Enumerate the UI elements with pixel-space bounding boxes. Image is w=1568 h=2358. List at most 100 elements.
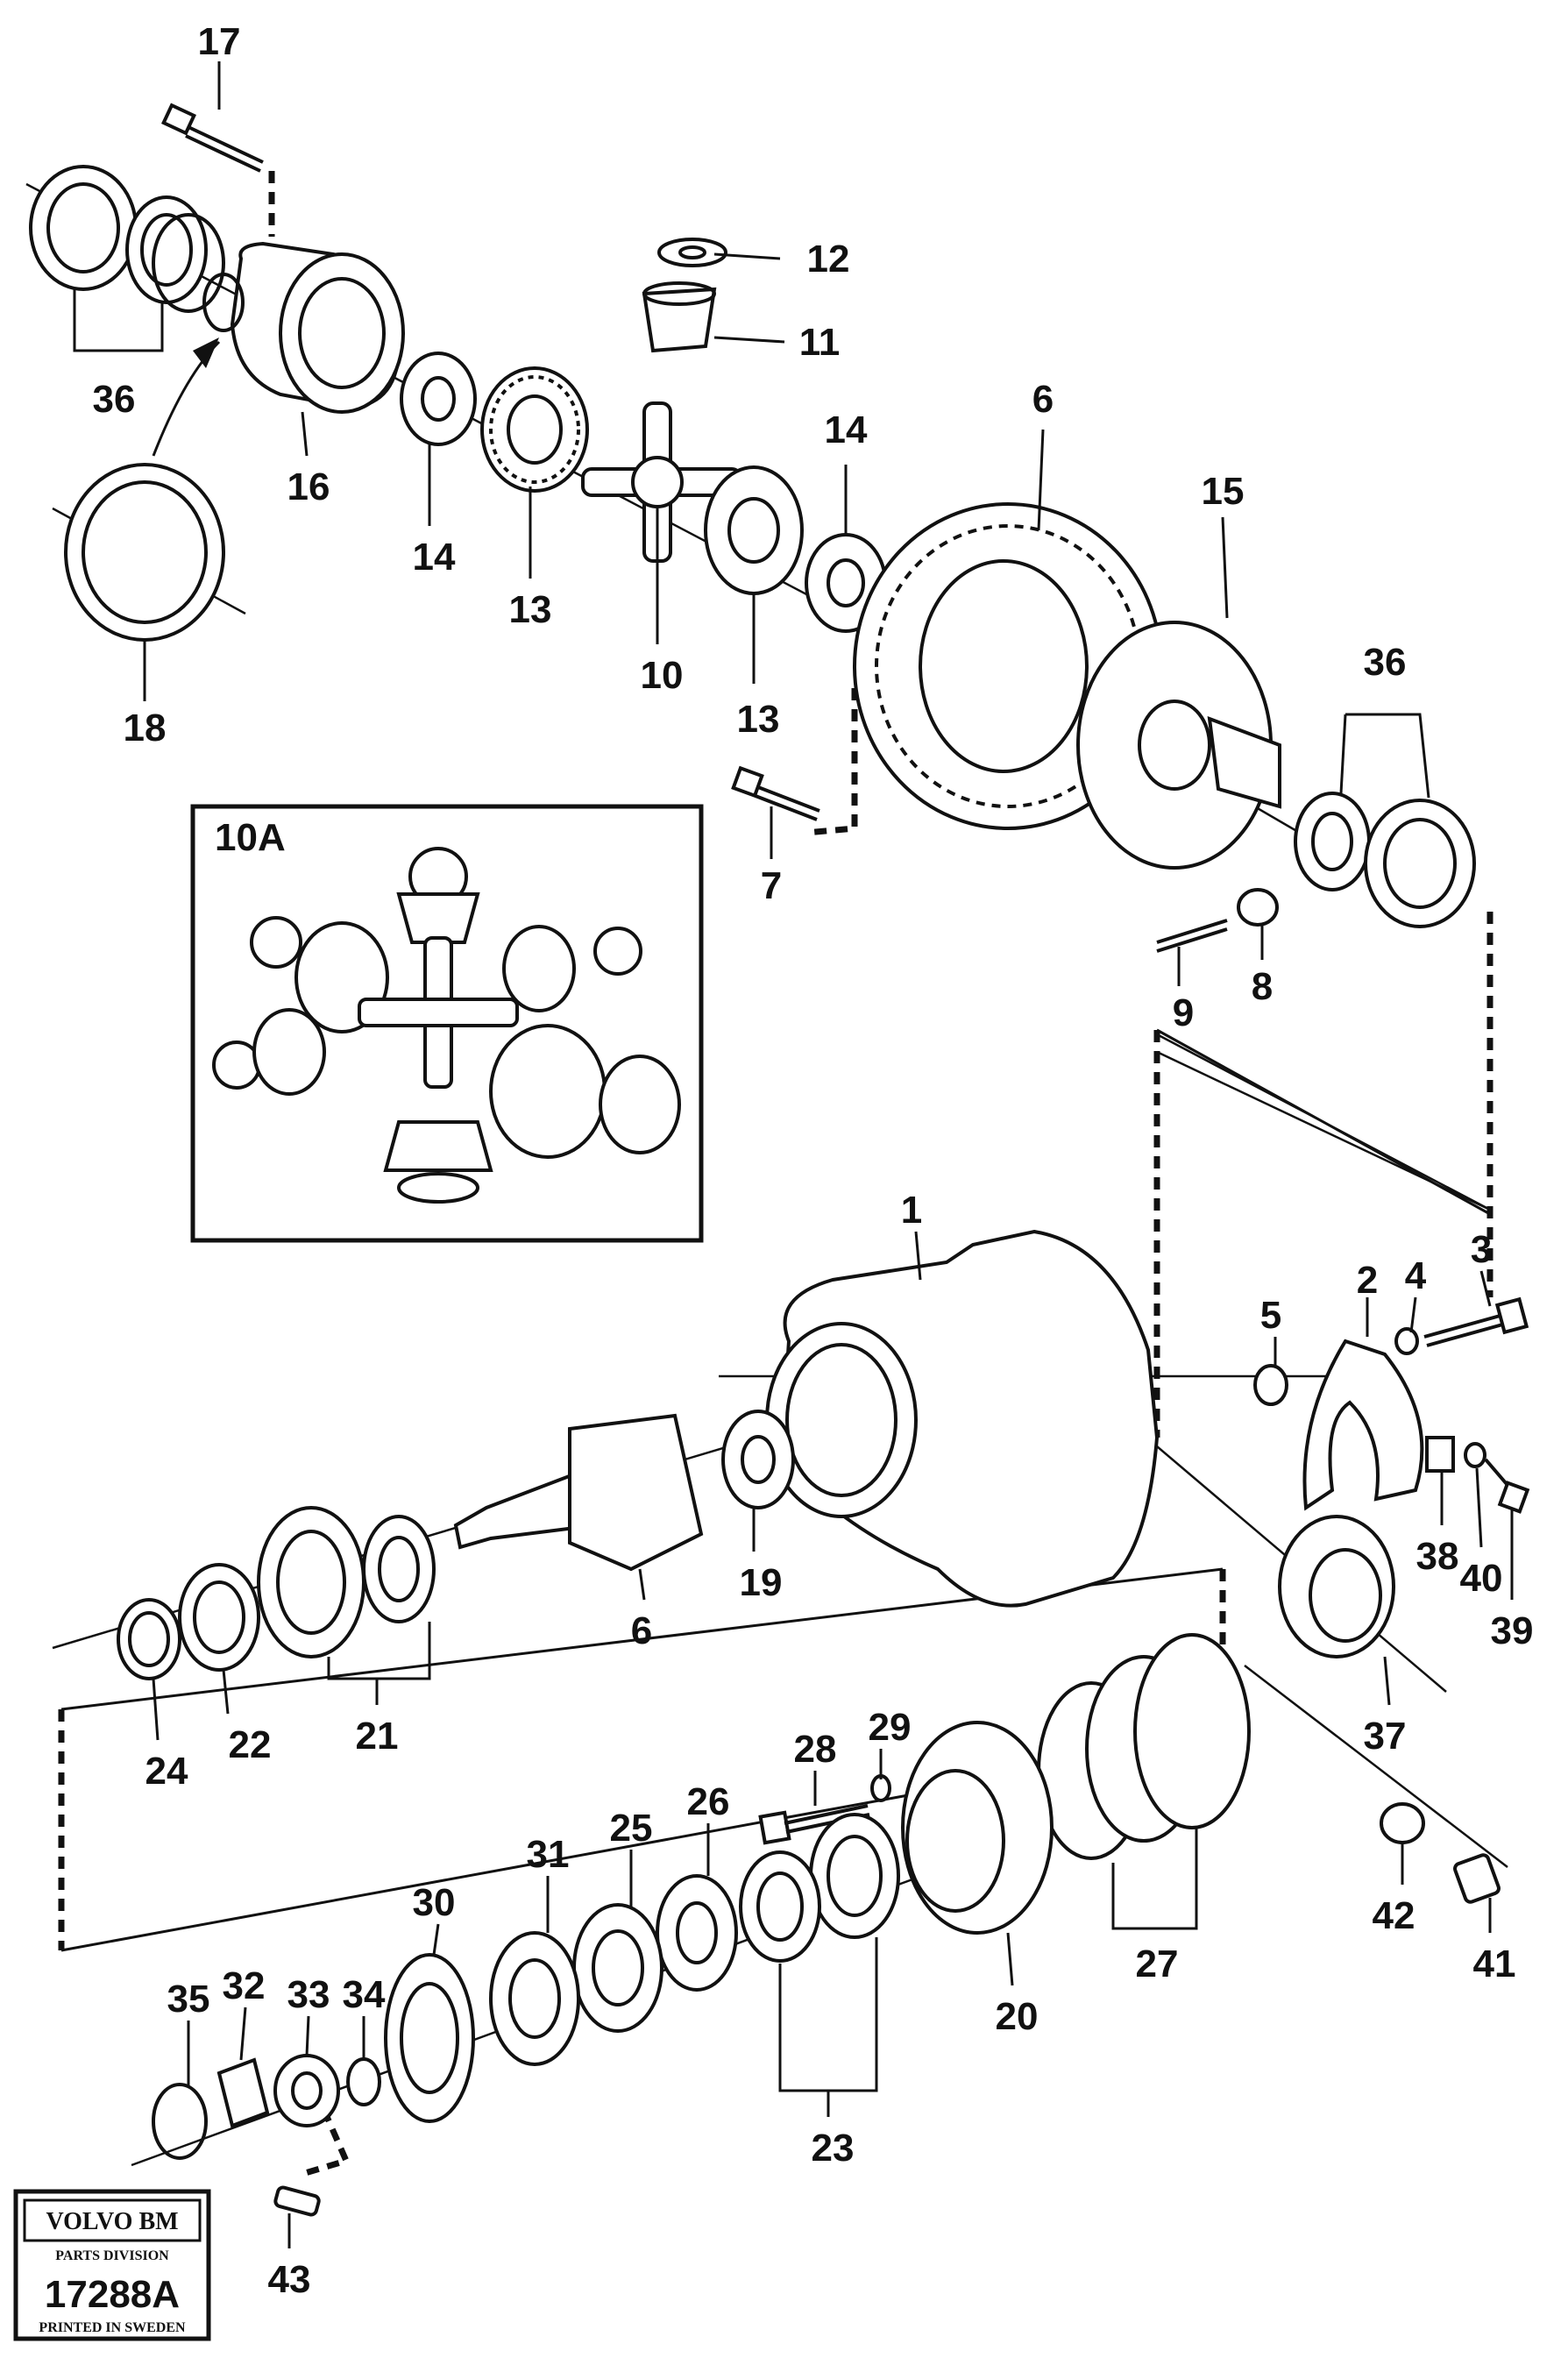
label-36-right: 36: [1364, 641, 1407, 684]
label-15: 15: [1202, 470, 1245, 513]
part-8-nut: [1237, 888, 1279, 927]
label-6-bottom: 6: [631, 1609, 652, 1652]
arrow-18-to-16: [193, 337, 219, 368]
part-36-bearing-left: [29, 165, 225, 313]
label-33: 33: [287, 1973, 330, 2016]
part-39-bolt: [1484, 1458, 1530, 1514]
label-13-right: 13: [737, 698, 780, 741]
part-17-bolt: [161, 103, 264, 173]
label-42: 42: [1373, 1894, 1415, 1937]
label-7: 7: [761, 864, 782, 907]
label-22: 22: [229, 1723, 272, 1766]
part-43-pin: [273, 2185, 321, 2217]
part-29-washer: [870, 1774, 891, 1802]
label-29: 29: [869, 1706, 912, 1749]
part-labels: 17 12 11 36 16 14 13 10 13 14 6 15 36 18…: [93, 20, 1534, 2301]
label-35: 35: [167, 1978, 210, 2021]
stamp-origin: PRINTED IN SWEDEN: [39, 2320, 186, 2335]
inset-10a: [190, 804, 704, 1243]
label-32: 32: [223, 1964, 266, 2007]
label-39: 39: [1491, 1609, 1534, 1652]
label-21: 21: [356, 1715, 399, 1758]
part-5-dowel: [1253, 1364, 1288, 1406]
label-10: 10: [641, 654, 684, 697]
label-26: 26: [687, 1780, 730, 1823]
label-30: 30: [413, 1881, 456, 1924]
label-23: 23: [812, 2127, 855, 2170]
part-34-washer: [346, 2057, 381, 2106]
stamp-number: 17288A: [45, 2273, 180, 2316]
part-27-shims: [1037, 1633, 1251, 1860]
part-19-bearing: [721, 1410, 795, 1509]
label-4: 4: [1405, 1254, 1427, 1297]
label-9: 9: [1173, 991, 1194, 1034]
part-42-nut: [1380, 1802, 1425, 1844]
part-13-gear-right: [704, 465, 804, 595]
part-41-plug: [1453, 1853, 1501, 1904]
part-4-washer: [1394, 1327, 1419, 1355]
label-18: 18: [124, 707, 167, 749]
part-23-bearing-set: [739, 1813, 900, 1963]
label-41: 41: [1473, 1943, 1516, 1985]
leader-lines: [73, 61, 1514, 2248]
label-38: 38: [1416, 1535, 1459, 1578]
part-15-diff-housing: [1076, 621, 1281, 870]
part-25-seal: [572, 1903, 663, 2033]
part-11-pinion: [642, 281, 717, 353]
inset-title: 10A: [215, 816, 286, 859]
label-19: 19: [740, 1561, 783, 1604]
part-32-lock-washer: [216, 2057, 270, 2128]
part-1-axle-housing: [765, 1229, 1160, 1608]
part-14-washer-left: [400, 352, 477, 446]
label-25: 25: [610, 1807, 653, 1850]
label-43: 43: [268, 2258, 311, 2301]
part-37-adjust-nut: [1278, 1515, 1395, 1658]
part-36-bearing-right: [1294, 792, 1476, 928]
label-28: 28: [794, 1728, 837, 1771]
stamp-brand: VOLVO BM: [46, 2208, 178, 2235]
part-2-bearing-cap: [1302, 1339, 1424, 1511]
part-13-gear-left: [480, 366, 589, 493]
label-20: 20: [996, 1995, 1039, 2038]
part-18-ring: [64, 463, 225, 642]
stamp-division: PARTS DIVISION: [55, 2248, 169, 2263]
part-20-flange: [901, 1721, 1054, 1935]
part-38-lock-plate: [1425, 1436, 1455, 1473]
part-40-washer: [1464, 1442, 1486, 1468]
part-35-circlip: [152, 2083, 208, 2160]
part-31-deflector: [489, 1931, 580, 2066]
label-16: 16: [287, 465, 330, 508]
part-16-diff-case: [202, 241, 405, 414]
label-5: 5: [1260, 1294, 1281, 1337]
label-36-left: 36: [93, 378, 136, 421]
part-21-bearing-set: [257, 1506, 436, 1658]
label-14-right: 14: [825, 408, 868, 451]
part-12-washer: [657, 238, 727, 267]
part-6-pinion-shaft: [453, 1413, 704, 1572]
part-9-bolt: [1156, 919, 1228, 953]
part-10-spider: [581, 401, 742, 563]
label-8: 8: [1252, 965, 1273, 1008]
part-33-nut: [273, 2054, 340, 2127]
label-31: 31: [527, 1833, 570, 1876]
label-24: 24: [145, 1750, 188, 1793]
part-24-spacer: [117, 1598, 181, 1680]
part-30-companion-flange: [384, 1953, 475, 2123]
label-12: 12: [807, 238, 850, 281]
label-11: 11: [799, 321, 841, 364]
part-3-bolt: [1423, 1296, 1529, 1347]
label-13-left: 13: [509, 588, 552, 631]
label-37: 37: [1364, 1715, 1407, 1758]
label-3: 3: [1471, 1228, 1492, 1271]
label-34: 34: [343, 1973, 386, 2016]
label-17: 17: [198, 20, 241, 63]
label-2: 2: [1357, 1259, 1378, 1302]
label-6-top: 6: [1032, 378, 1054, 421]
part-7-bolt: [731, 765, 820, 821]
part-26-spacer: [656, 1874, 738, 1992]
part-22-ring: [178, 1563, 260, 1672]
label-27: 27: [1136, 1943, 1179, 1985]
label-1: 1: [901, 1189, 922, 1232]
label-14-left: 14: [413, 536, 456, 579]
